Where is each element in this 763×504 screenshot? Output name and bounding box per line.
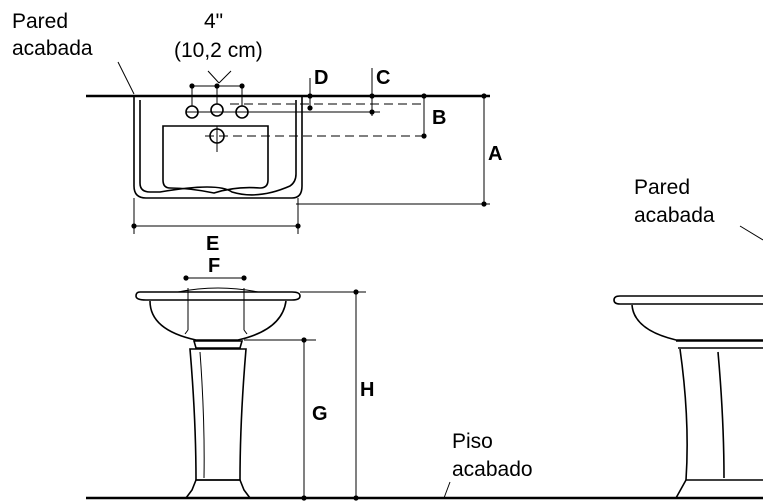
side-pedestal-base <box>675 479 763 499</box>
dim-e-dot-left <box>131 223 137 229</box>
faucet-tail-right <box>243 329 248 335</box>
dim-g-dot-top <box>301 337 307 343</box>
wall-label-left-line1: Pared <box>12 10 68 33</box>
floor-leader <box>443 481 451 499</box>
dim-label-b: B <box>432 107 446 129</box>
side-pedestal-column <box>679 348 725 481</box>
dim-f-dot-right <box>241 275 247 281</box>
dim-label-a: A <box>488 143 502 165</box>
side-view <box>613 225 763 499</box>
faucet-tail-left <box>184 329 189 335</box>
spacing-label-line1: 4" <box>204 10 223 33</box>
spacing-label-line2: (10,2 cm) <box>174 39 263 62</box>
spacing-dot-left <box>189 83 195 89</box>
basin-inner-front <box>177 287 259 293</box>
wall-label-left-line2: acabada <box>12 37 93 60</box>
floor-label-line1: Piso <box>452 430 493 453</box>
dim-a-dot-bottom <box>481 201 487 207</box>
wall-leader-side <box>739 225 763 241</box>
pedestal-base <box>184 479 252 499</box>
wall-leader-top <box>117 61 135 95</box>
pedestal-capital <box>192 340 244 349</box>
floor-label-line2: acabado <box>452 458 533 481</box>
dim-a-dot-top <box>481 93 487 99</box>
pedestal-column <box>189 348 247 481</box>
front-view <box>86 275 763 501</box>
dim-label-e: E <box>206 233 219 255</box>
spacing-dot-right <box>239 83 245 89</box>
dim-label-f: F <box>208 255 220 277</box>
dim-b-dot-bottom <box>421 133 427 139</box>
side-basin-body <box>631 304 763 341</box>
top-view <box>86 61 490 234</box>
dim-label-d: D <box>314 67 328 89</box>
faucet-hole-center <box>210 103 224 117</box>
spacing-leader-left <box>207 70 220 84</box>
basin-body-front <box>149 300 287 341</box>
spacing-leader-right <box>218 70 232 84</box>
dim-b-dot-top <box>421 93 427 99</box>
dim-d-dot-top <box>307 93 313 99</box>
side-basin-rim <box>613 295 763 305</box>
dim-c-dot-bottom <box>369 109 375 115</box>
wall-label-right-line2: acabada <box>634 204 715 227</box>
dim-d-dot-bottom <box>307 105 313 111</box>
side-pedestal-capital <box>676 340 763 349</box>
dim-c-dot-top <box>369 93 375 99</box>
bowl-top <box>162 125 269 194</box>
dim-label-g: G <box>312 403 328 425</box>
dim-label-h: H <box>360 379 374 401</box>
basin-outline-top <box>133 96 303 199</box>
pedestal-inner-line <box>199 351 205 479</box>
basin-inner-rim-top <box>139 100 297 196</box>
dim-f-dot-left <box>183 275 189 281</box>
basin-rim-front <box>135 291 301 301</box>
dim-h-dot-top <box>353 289 359 295</box>
dim-e-dot-right <box>295 223 301 229</box>
dim-label-c: C <box>376 67 390 89</box>
wall-label-right-line1: Pared <box>634 176 690 199</box>
spacing-dot-center <box>214 83 220 89</box>
